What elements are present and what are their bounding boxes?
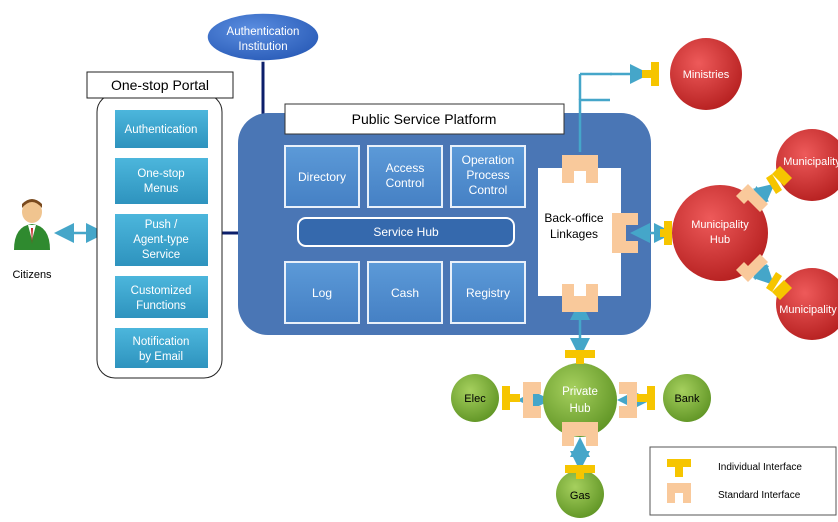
- ministries-label: Ministries: [683, 69, 730, 81]
- legend-standard-icon: [667, 483, 691, 503]
- portal-item-push-agent-service[interactable]: Push / Agent-type Service: [115, 214, 208, 266]
- portal-item-label: by Email: [139, 351, 183, 363]
- node-gas[interactable]: Gas: [556, 470, 604, 518]
- auth-institution-line2: Institution: [238, 41, 287, 53]
- authentication-institution[interactable]: Authentication Institution: [206, 12, 320, 62]
- portal-item-authentication[interactable]: Authentication: [115, 110, 208, 148]
- module-opc-line3: Control: [469, 183, 508, 197]
- portal-item-label: Menus: [144, 183, 179, 195]
- portal-title: One-stop Portal: [111, 77, 209, 93]
- gas-label: Gas: [570, 490, 591, 502]
- portal-item-label: Customized: [131, 285, 192, 297]
- back-office-linkages[interactable]: Back-office Linkages: [538, 168, 621, 296]
- legend-individual-icon: [667, 459, 691, 477]
- portal-item-label: Service: [142, 249, 180, 261]
- node-elec[interactable]: Elec: [451, 374, 499, 422]
- back-office-line1: Back-office: [544, 211, 603, 225]
- module-access-control[interactable]: Access Control: [367, 145, 443, 208]
- back-office-line2: Linkages: [550, 227, 598, 241]
- portal-item-customized-functions[interactable]: Customized Functions: [115, 276, 208, 318]
- municipality-hub-line1: Municipality: [691, 219, 749, 231]
- node-municipality-hub[interactable]: Municipality Hub: [672, 185, 768, 281]
- standard-interface-icons: [523, 155, 768, 503]
- auth-institution-line1: Authentication: [227, 26, 300, 38]
- node-private-hub[interactable]: Private Hub: [543, 363, 617, 437]
- module-log[interactable]: Log: [284, 261, 360, 324]
- citizen-person-icon: [14, 199, 50, 250]
- module-log-label: Log: [312, 286, 332, 300]
- module-cash-label: Cash: [391, 286, 419, 300]
- node-municipality-bottom[interactable]: Municipality: [776, 268, 838, 340]
- portal-item-label: Agent-type: [133, 234, 189, 246]
- legend-standard-label: Standard Interface: [718, 490, 801, 501]
- platform-title: Public Service Platform: [352, 111, 497, 127]
- module-operation-process-control[interactable]: Operation Process Control: [450, 145, 526, 208]
- module-opc-line1: Operation: [462, 153, 515, 167]
- private-hub-line2: Hub: [569, 403, 590, 415]
- module-directory-label: Directory: [298, 170, 346, 184]
- individual-interface-icons: [502, 62, 792, 479]
- private-hub-line1: Private: [562, 386, 598, 398]
- arrows: [54, 64, 775, 471]
- module-access-control-line1: Access: [386, 161, 425, 175]
- service-hub-label: Service Hub: [373, 225, 439, 239]
- portal-item-label: Authentication: [125, 124, 198, 136]
- municipality-top-label: Municipality: [783, 156, 838, 168]
- module-opc-line2: Process: [466, 168, 509, 182]
- portal-item-label: Push /: [145, 219, 178, 231]
- node-bank[interactable]: Bank: [663, 374, 711, 422]
- municipality-bottom-label: Municipality: [779, 304, 837, 316]
- citizens-label: Citizens: [12, 269, 52, 281]
- portal-item-one-stop-menus[interactable]: One-stop Menus: [115, 158, 208, 204]
- portal-item-label: Functions: [136, 300, 186, 312]
- portal-item-label: One-stop: [137, 168, 184, 180]
- portal-item-label: Notification: [133, 336, 190, 348]
- module-access-control-line2: Control: [386, 176, 425, 190]
- portal-title-box: [86, 71, 234, 99]
- platform-title-box: [284, 103, 565, 135]
- portal-item-notification-email[interactable]: Notification by Email: [115, 328, 208, 368]
- bank-label: Bank: [674, 393, 700, 405]
- module-registry-label: Registry: [466, 286, 510, 300]
- node-ministries[interactable]: Ministries: [670, 38, 742, 110]
- municipality-hub-line2: Hub: [710, 234, 730, 246]
- node-municipality-top[interactable]: Municipality: [776, 129, 838, 201]
- legend-individual-label: Individual Interface: [718, 462, 802, 473]
- legend: Individual Interface Standard Interface: [649, 446, 837, 516]
- elec-label: Elec: [464, 393, 486, 405]
- module-registry[interactable]: Registry: [450, 261, 526, 324]
- module-cash[interactable]: Cash: [367, 261, 443, 324]
- service-hub[interactable]: Service Hub: [297, 217, 515, 247]
- module-directory[interactable]: Directory: [284, 145, 360, 208]
